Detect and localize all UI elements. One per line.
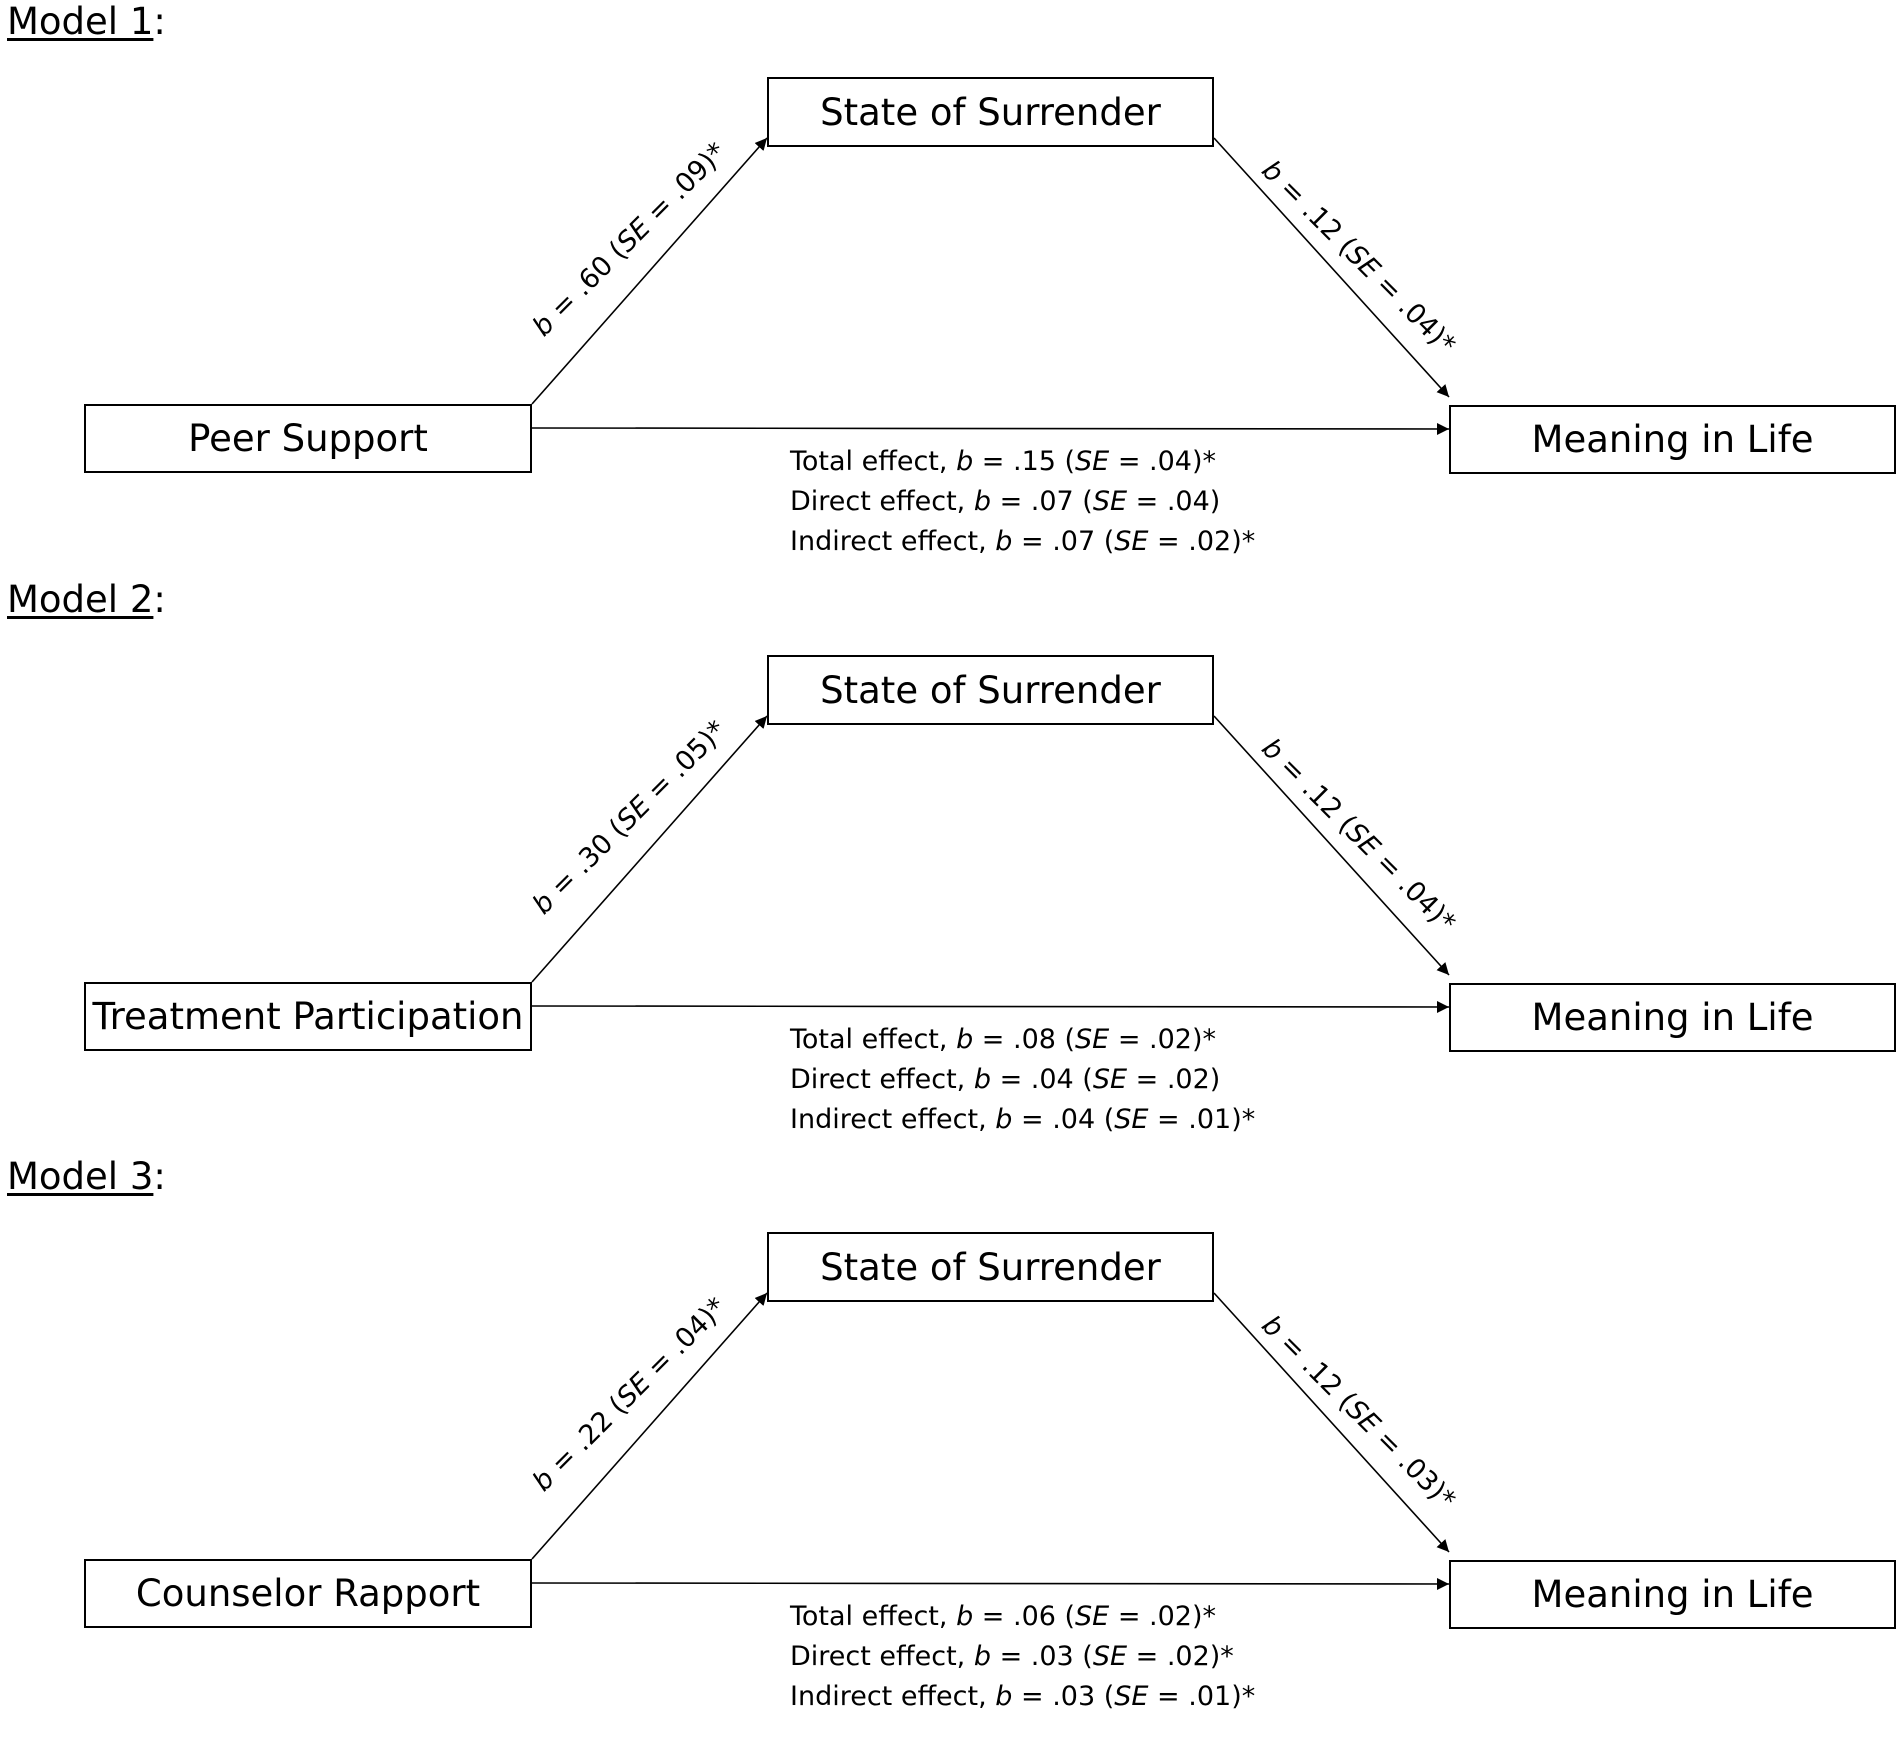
model-label: Model 1: bbox=[7, 0, 166, 43]
total-effect: Total effect, b = .06 (SE = .02)* bbox=[790, 1601, 1217, 1632]
outcome-box: Meaning in Life bbox=[1449, 1560, 1896, 1629]
model-2: Model 2: State of Surrender Treatment Pa… bbox=[0, 578, 1902, 1168]
mediator-box: State of Surrender bbox=[767, 1232, 1214, 1302]
effects-list: Total effect, b = .06 (SE = .02)* Direct… bbox=[790, 1597, 1256, 1717]
direct-effect: Direct effect, b = .04 (SE = .02) bbox=[790, 1064, 1221, 1095]
path-c-arrow bbox=[531, 1000, 1450, 1013]
indirect-effect: Indirect effect, b = .07 (SE = .02)* bbox=[790, 526, 1256, 557]
path-c-arrow bbox=[531, 422, 1450, 435]
path-a-arrow bbox=[531, 1292, 768, 1560]
path-b-arrow bbox=[1213, 715, 1450, 976]
direct-effect: Direct effect, b = .03 (SE = .02)* bbox=[790, 1641, 1234, 1672]
path-arrows bbox=[531, 137, 1450, 435]
model-label: Model 2: bbox=[7, 578, 166, 621]
indirect-effect: Indirect effect, b = .03 (SE = .01)* bbox=[790, 1681, 1256, 1712]
predictor-box: Treatment Participation bbox=[84, 982, 532, 1051]
path-b-arrow bbox=[1213, 137, 1450, 398]
outcome-box: Meaning in Life bbox=[1449, 405, 1896, 474]
model-3: Model 3: State of Surrender Counselor Ra… bbox=[0, 1155, 1902, 1745]
effects-list: Total effect, b = .15 (SE = .04)* Direct… bbox=[790, 442, 1256, 562]
path-arrows bbox=[531, 715, 1450, 1013]
path-a-arrow bbox=[531, 137, 768, 405]
path-c-arrow bbox=[531, 1577, 1450, 1590]
outcome-box: Meaning in Life bbox=[1449, 983, 1896, 1052]
direct-effect: Direct effect, b = .07 (SE = .04) bbox=[790, 486, 1221, 517]
indirect-effect: Indirect effect, b = .04 (SE = .01)* bbox=[790, 1104, 1256, 1135]
mediator-box: State of Surrender bbox=[767, 655, 1214, 725]
path-arrows bbox=[531, 1292, 1450, 1590]
path-a-arrow bbox=[531, 715, 768, 983]
model-label: Model 3: bbox=[7, 1155, 166, 1198]
predictor-box: Counselor Rapport bbox=[84, 1559, 532, 1628]
model-1: Model 1: State of Surrender Peer Support… bbox=[0, 0, 1902, 590]
mediator-box: State of Surrender bbox=[767, 77, 1214, 147]
total-effect: Total effect, b = .08 (SE = .02)* bbox=[790, 1024, 1217, 1055]
total-effect: Total effect, b = .15 (SE = .04)* bbox=[790, 446, 1217, 477]
effects-list: Total effect, b = .08 (SE = .02)* Direct… bbox=[790, 1020, 1256, 1140]
path-b-arrow bbox=[1213, 1292, 1450, 1553]
predictor-box: Peer Support bbox=[84, 404, 532, 473]
